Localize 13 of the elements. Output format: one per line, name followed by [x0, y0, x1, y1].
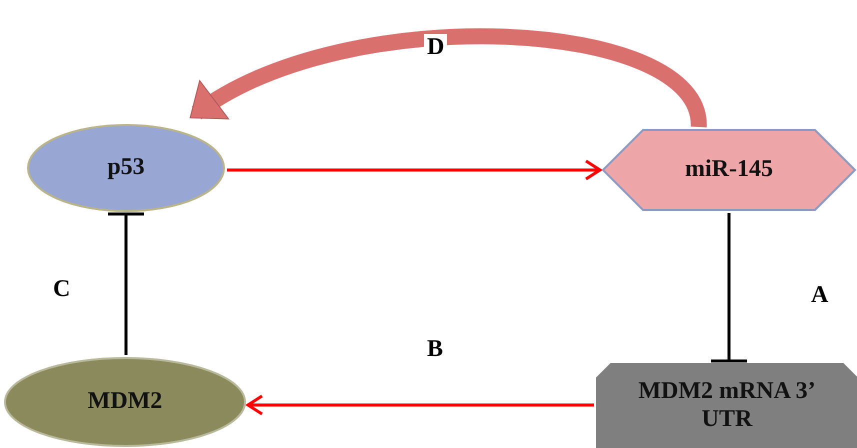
process-box: [597, 364, 857, 448]
node-label: MDM2 mRNA 3’ UTR: [637, 378, 817, 434]
inhibition-line: [106, 212, 146, 355]
ellipse-node: [5, 358, 245, 446]
node-label: miR-145: [684, 156, 774, 184]
arrow: [227, 160, 602, 180]
arrow: [246, 394, 594, 416]
hexagon-node: [603, 130, 855, 210]
node-label: MDM2: [86, 388, 164, 416]
inhibition-line: [710, 213, 748, 362]
curved-arrow: [189, 28, 707, 129]
ellipse-node: [28, 125, 224, 211]
node-label: p53: [106, 154, 146, 182]
